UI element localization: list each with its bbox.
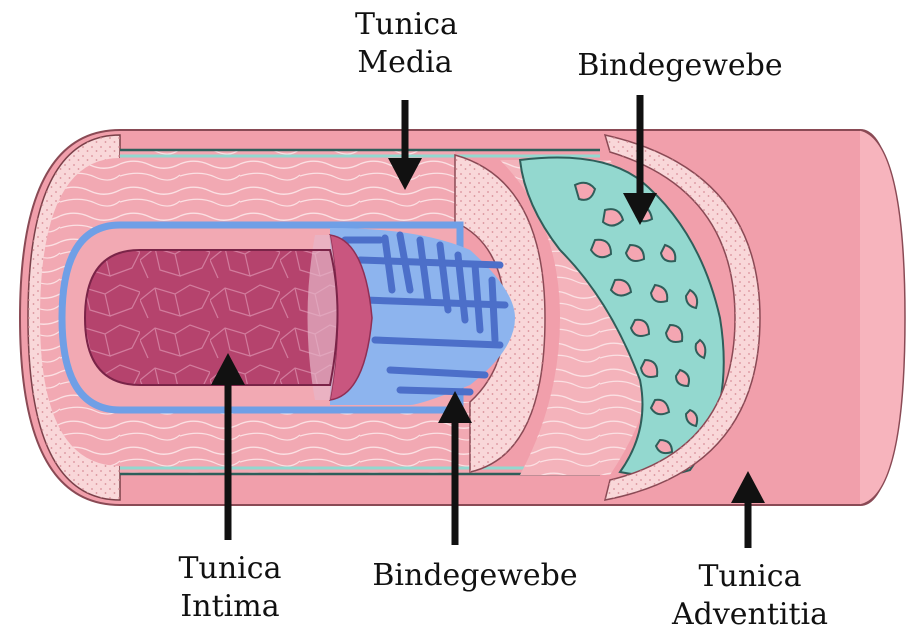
label-tunica-intima-line2: Intima [170,588,290,626]
label-tunica-adventitia-line1: Tunica [660,558,840,596]
label-tunica-media-line1: Tunica [355,6,455,44]
label-bindegewebe-top-text: Bindegewebe [560,47,800,85]
label-tunica-adventitia-line2: Adventitia [660,596,840,634]
label-tunica-media: Tunica Media [355,6,455,82]
label-tunica-media-line2: Media [355,44,455,82]
label-tunica-intima: Tunica Intima [170,550,290,626]
label-bindegewebe-top: Bindegewebe [560,47,800,85]
label-tunica-adventitia: Tunica Adventitia [660,558,840,634]
label-bindegewebe-bottom: Bindegewebe [355,557,595,595]
label-bindegewebe-bottom-text: Bindegewebe [355,557,595,595]
label-tunica-intima-line1: Tunica [170,550,290,588]
